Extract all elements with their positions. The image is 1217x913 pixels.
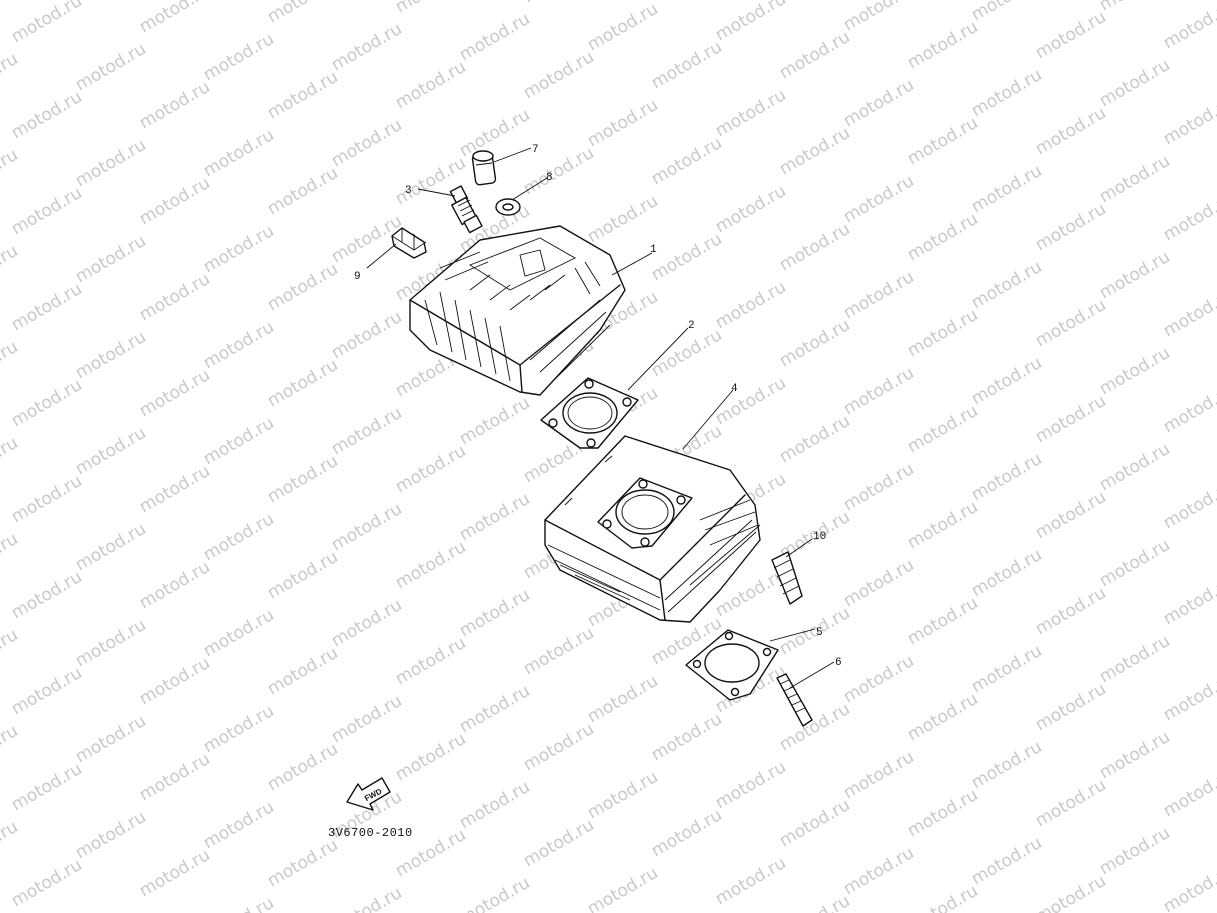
leader-lines bbox=[366, 147, 835, 689]
callout-10: 10 bbox=[813, 531, 826, 543]
stud-bolt bbox=[776, 673, 813, 727]
callout-5: 5 bbox=[816, 627, 823, 639]
head-gasket bbox=[540, 377, 639, 449]
callout-3: 3 bbox=[405, 185, 412, 197]
washer bbox=[495, 198, 521, 216]
callout-9: 9 bbox=[354, 271, 361, 283]
base-gasket bbox=[685, 629, 779, 701]
part-code: 3V6700-2010 bbox=[328, 826, 413, 840]
dowel-pin bbox=[771, 551, 803, 605]
cylinder bbox=[544, 435, 761, 623]
cylinder-head bbox=[409, 225, 626, 396]
bolt bbox=[471, 150, 497, 186]
callout-2: 2 bbox=[688, 320, 695, 332]
fwd-arrow-icon: FWD bbox=[346, 777, 391, 811]
callout-4: 4 bbox=[731, 383, 738, 395]
spark-plug bbox=[449, 185, 483, 234]
callout-labels: 1 2 3 4 5 6 7 8 9 10 bbox=[354, 144, 842, 669]
nut bbox=[391, 227, 427, 259]
callout-6: 6 bbox=[835, 657, 842, 669]
callout-8: 8 bbox=[546, 172, 553, 184]
callout-1: 1 bbox=[650, 244, 657, 256]
callout-7: 7 bbox=[532, 144, 539, 156]
